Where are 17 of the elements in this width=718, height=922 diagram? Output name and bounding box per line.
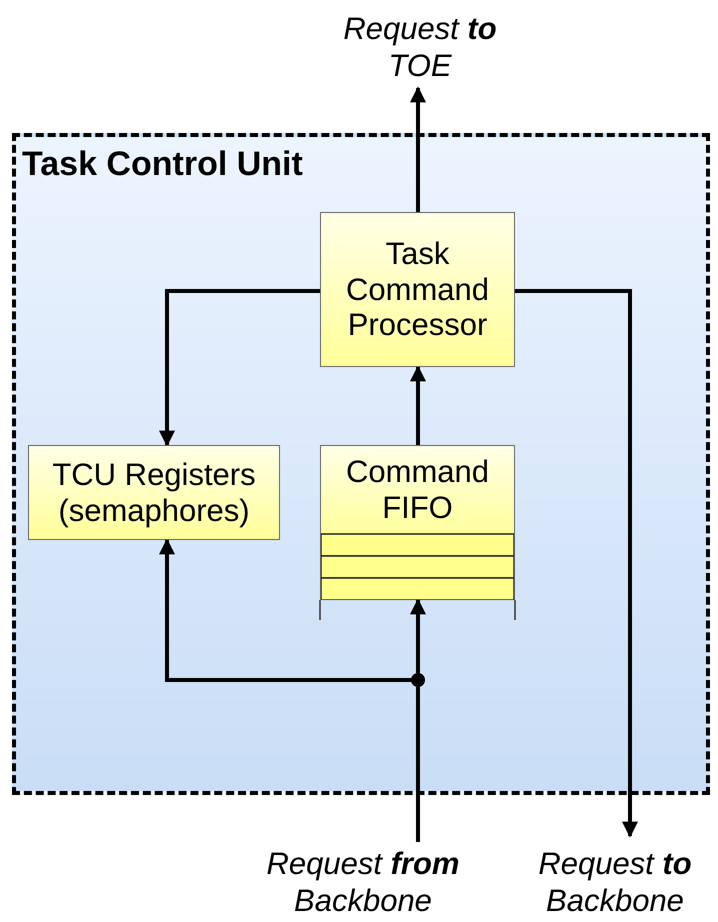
arrow (159, 289, 320, 447)
box-label: Command FIFO (345, 454, 490, 526)
signal-label: Request from Backbone (266, 844, 460, 920)
process-box (320, 212, 515, 367)
signal-label: Request to Backbone (537, 844, 693, 920)
arrow (410, 86, 426, 212)
process-box (28, 445, 280, 540)
arrow (515, 289, 638, 838)
box-label: Task Command Processor (345, 236, 490, 343)
arrow (410, 598, 426, 673)
arrow (159, 538, 411, 682)
box-label: TCU Registers (semaphores) (51, 456, 257, 528)
queue-box (320, 445, 515, 600)
junction-dot (411, 673, 425, 687)
group-title: Task Control Unit (22, 145, 303, 184)
signal-label: Request to TOE (342, 10, 498, 84)
arrow (410, 365, 426, 447)
